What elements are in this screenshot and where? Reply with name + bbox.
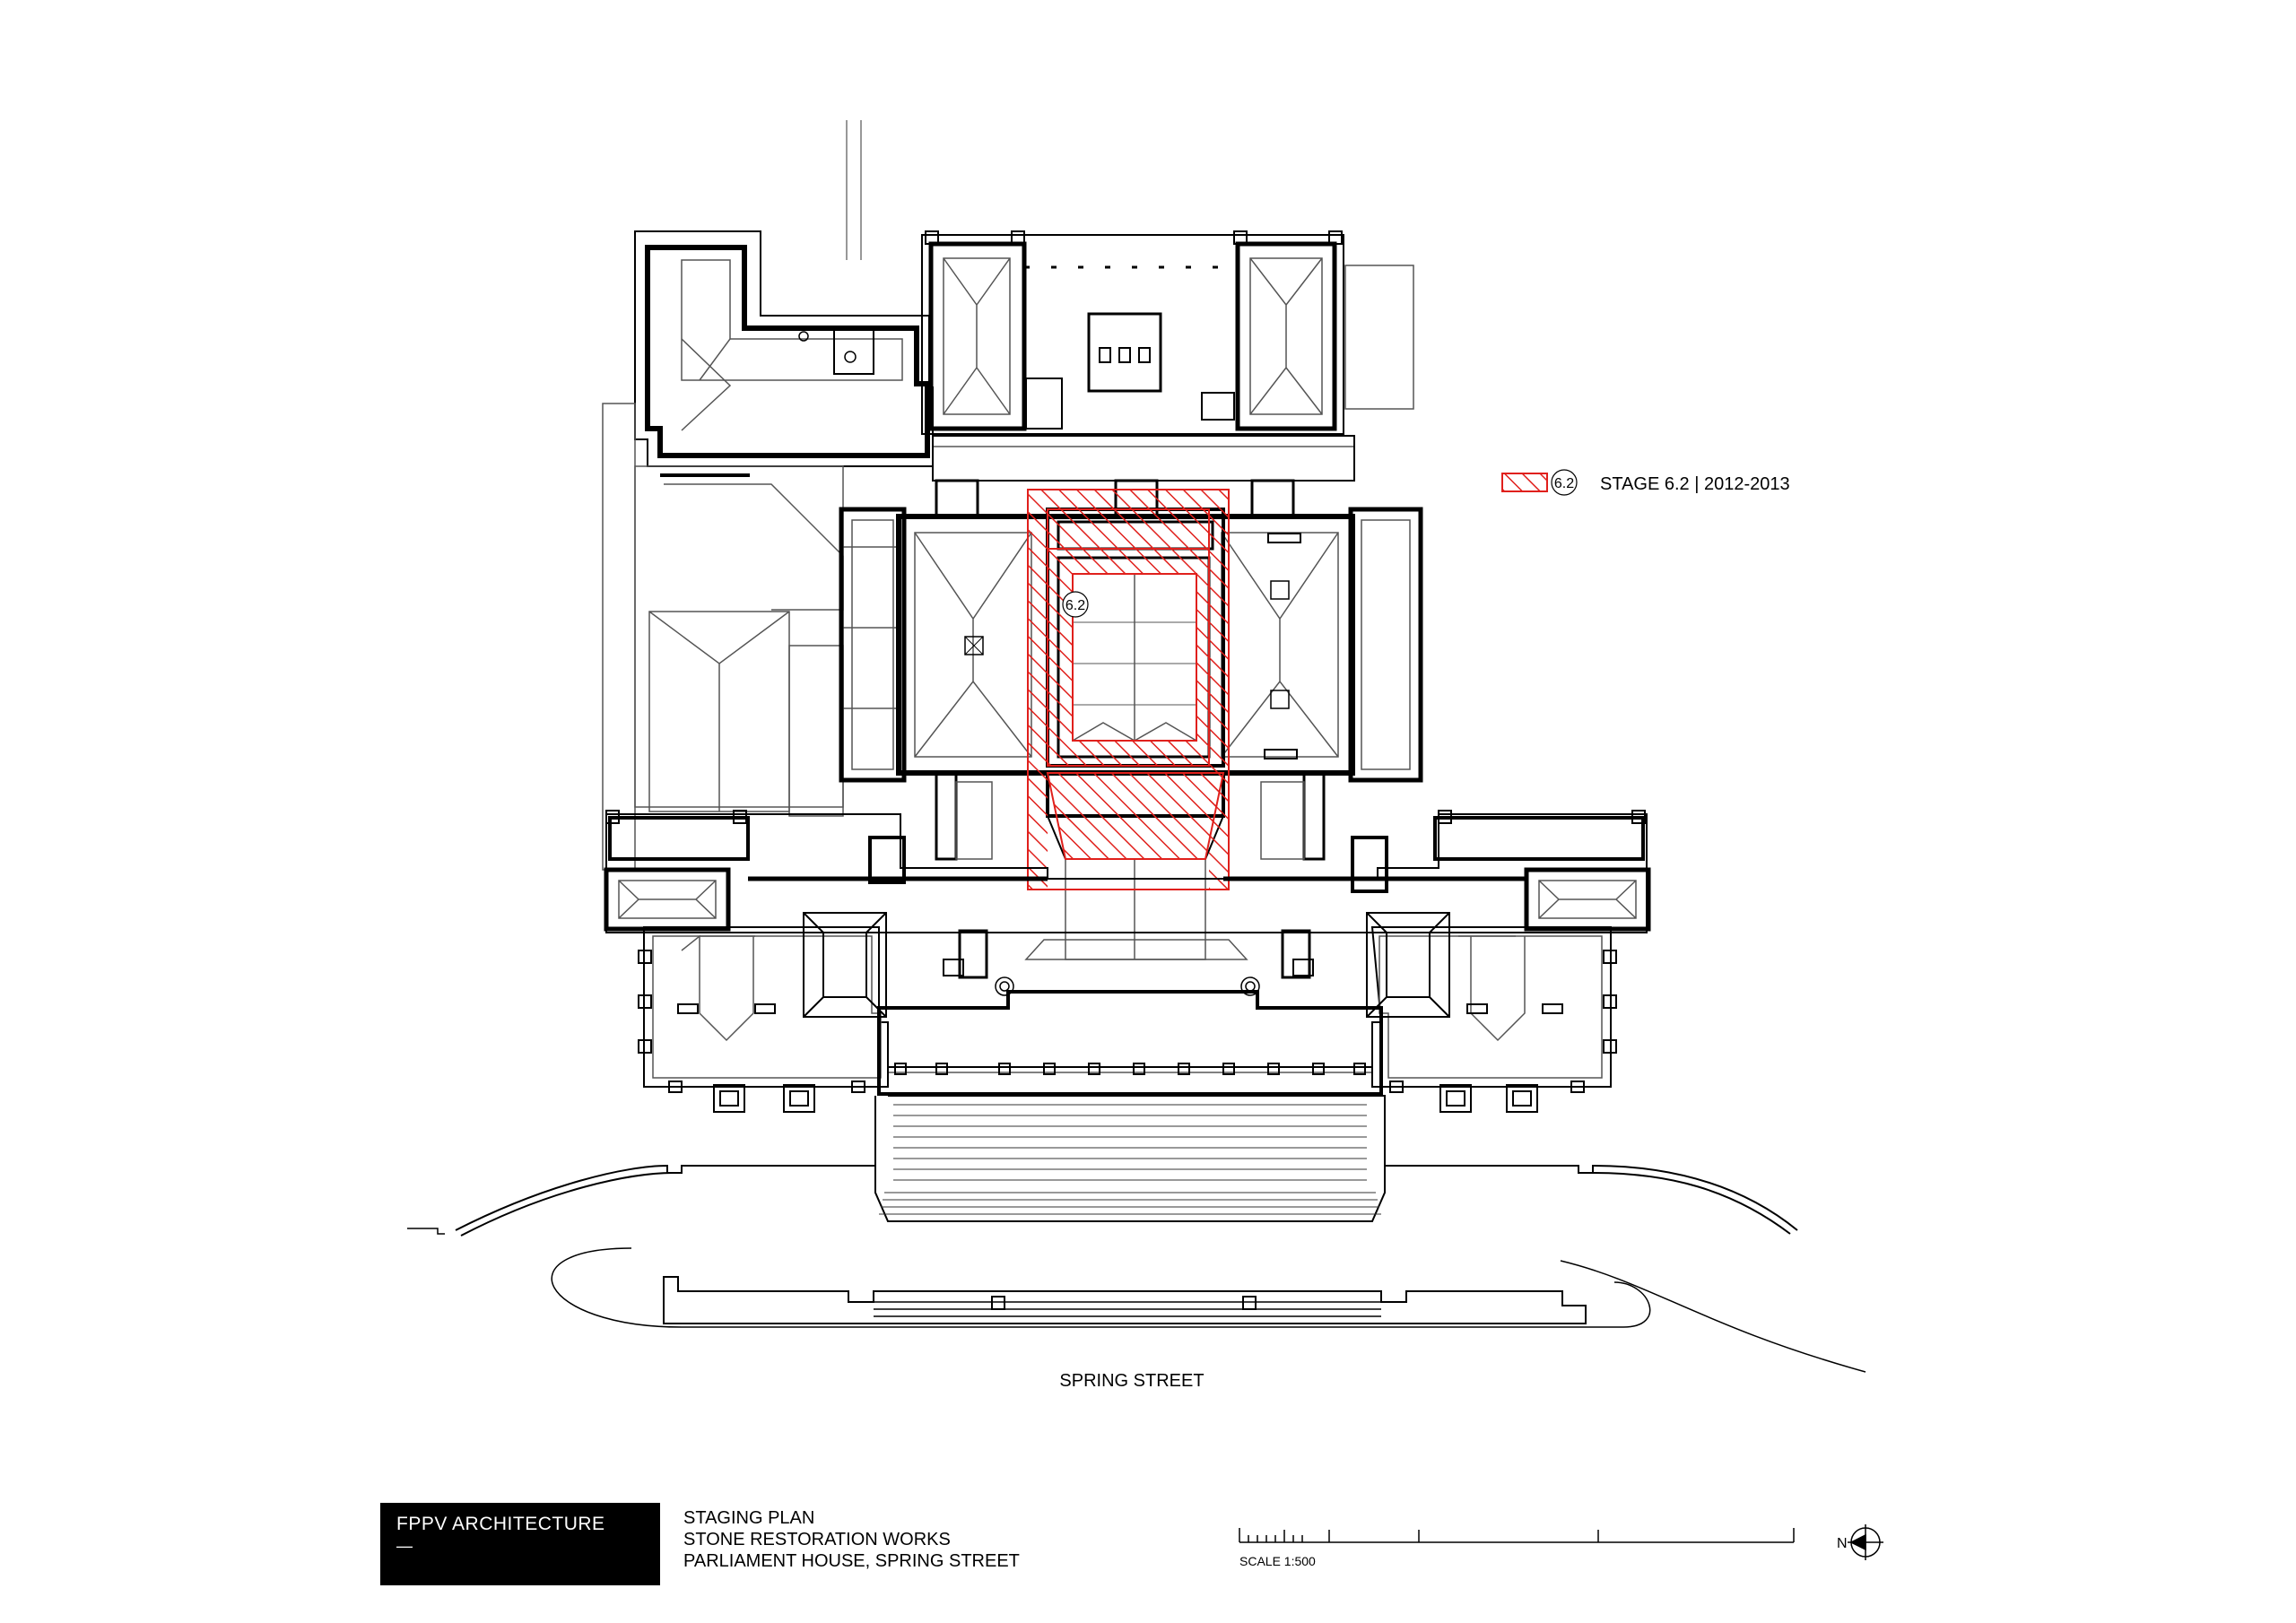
north-arrow-icon <box>1848 1524 1883 1560</box>
legend-stage-tag: 6.2 <box>1554 476 1574 491</box>
title-line-project: STONE RESTORATION WORKS <box>683 1530 951 1549</box>
legend-hatch-swatch <box>1501 473 1548 492</box>
south-front-range <box>605 230 1646 1113</box>
title-block-brand: FPPV ARCHITECTURE — <box>380 1503 660 1585</box>
stage-marker-label: 6.2 <box>1065 598 1085 613</box>
title-line-drawing: STAGING PLAN <box>683 1508 815 1528</box>
service-lines <box>846 120 862 260</box>
street-kerbs <box>407 1164 1866 1373</box>
street-label: SPRING STREET <box>1059 1371 1204 1391</box>
legend-label: STAGE 6.2 | 2012-2013 <box>1600 474 1790 494</box>
north-west-wing <box>634 230 934 477</box>
brand-mark: — <box>396 1537 413 1555</box>
scale-label: SCALE 1:500 <box>1239 1554 1316 1568</box>
title-block-text: STAGING PLAN STONE RESTORATION WORKS PAR… <box>683 1507 1020 1572</box>
south-wing <box>604 813 1651 933</box>
scale-bar <box>1239 1528 1795 1543</box>
title-line-site: PARLIAMENT HOUSE, SPRING STREET <box>683 1551 1020 1571</box>
brand-name: FPPV ARCHITECTURE <box>396 1514 605 1534</box>
central-hall <box>839 479 1423 861</box>
north-label: N <box>1837 1536 1848 1551</box>
portico-and-steps <box>874 976 1386 1222</box>
legend: 6.2 STAGE 6.2 | 2012-2013 <box>1501 469 1790 496</box>
stage-6-2-zone: 6.2 <box>1027 489 1230 890</box>
north-central-block <box>921 234 1414 482</box>
